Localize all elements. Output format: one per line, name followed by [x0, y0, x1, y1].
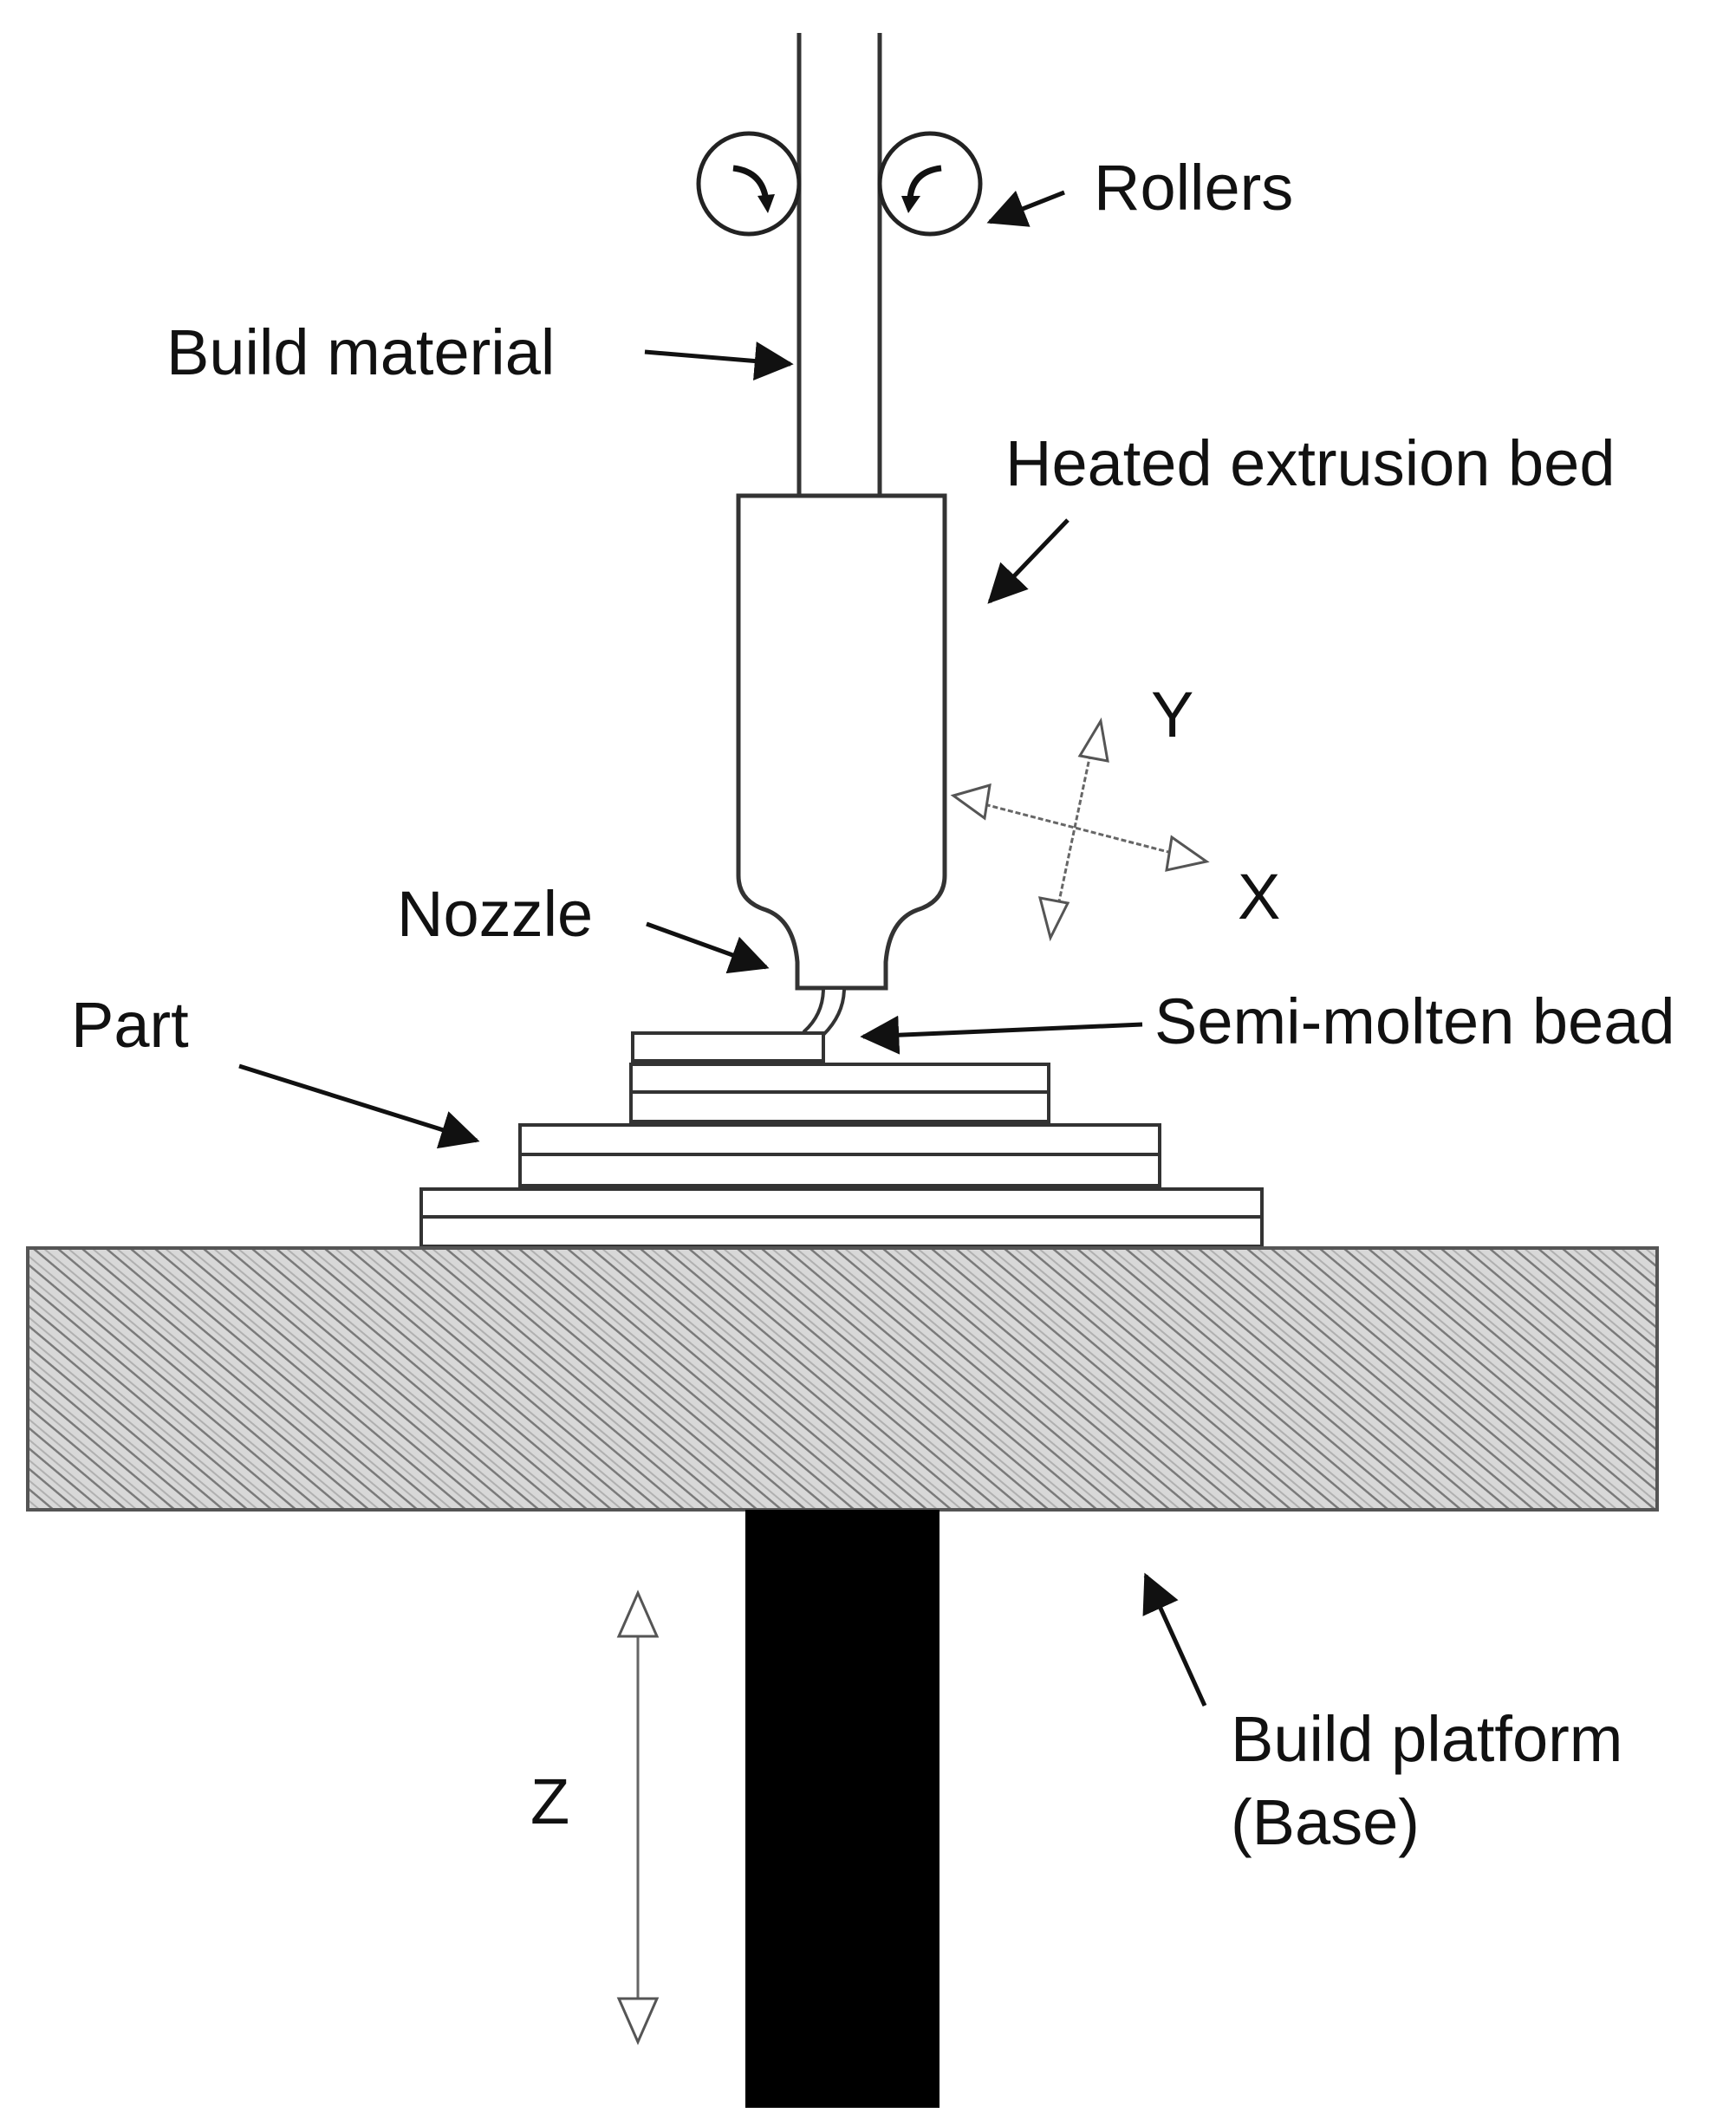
y-axis-label: Y — [1151, 679, 1193, 751]
roller-right — [877, 131, 983, 237]
build-platform — [26, 1246, 1659, 1512]
build-material-filament — [796, 33, 882, 494]
part-layer — [629, 1090, 1050, 1123]
part-label: Part — [71, 989, 189, 1061]
roller-left — [696, 131, 802, 237]
part-layer — [419, 1215, 1264, 1248]
y-arrow-head-top — [1077, 717, 1109, 763]
part-layer — [419, 1187, 1264, 1219]
z-arrow-head-bottom — [616, 1997, 660, 2045]
part-layer — [518, 1123, 1161, 1156]
build-material-arrow — [644, 341, 794, 380]
z-shaft — [745, 1510, 940, 2108]
heated-extrusion-bed — [736, 493, 947, 991]
build-platform-label-line2: (Base) — [1231, 1786, 1420, 1858]
semi-molten-bead-label: Semi-molten bead — [1154, 985, 1675, 1057]
counterclockwise-arrow-icon — [907, 165, 942, 200]
z-arrow-head-top — [616, 1590, 660, 1638]
part-layer — [629, 1063, 1050, 1094]
x-arrow-head-left — [950, 783, 992, 821]
semi-molten-bead-arrow — [860, 1015, 1143, 1055]
x-arrow-head-right — [1165, 835, 1210, 872]
build-material-label: Build material — [166, 316, 555, 388]
xy-axis-arrows — [950, 717, 1210, 942]
build-platform-label: Build platform — [1231, 1703, 1622, 1775]
build-platform-arrow — [1142, 1572, 1207, 1707]
nozzle-label: Nozzle — [397, 878, 593, 950]
x-axis-label: X — [1238, 861, 1280, 933]
part-layer — [518, 1153, 1161, 1187]
nozzle-arrow — [646, 921, 770, 974]
part-layer — [631, 1031, 825, 1063]
rollers-arrow — [986, 190, 1065, 227]
heated-extrusion-bed-label: Heated extrusion bed — [1005, 427, 1615, 499]
z-axis-arrow — [616, 1590, 660, 2045]
rollers-label: Rollers — [1094, 152, 1293, 224]
z-axis-label: Z — [530, 1765, 569, 1837]
part-arrow — [238, 1063, 480, 1149]
leader-arrows — [238, 190, 1207, 1707]
y-arrow-head-bottom — [1037, 896, 1070, 942]
heated-extrusion-bed-arrow — [987, 518, 1070, 604]
part — [419, 1031, 1264, 1248]
